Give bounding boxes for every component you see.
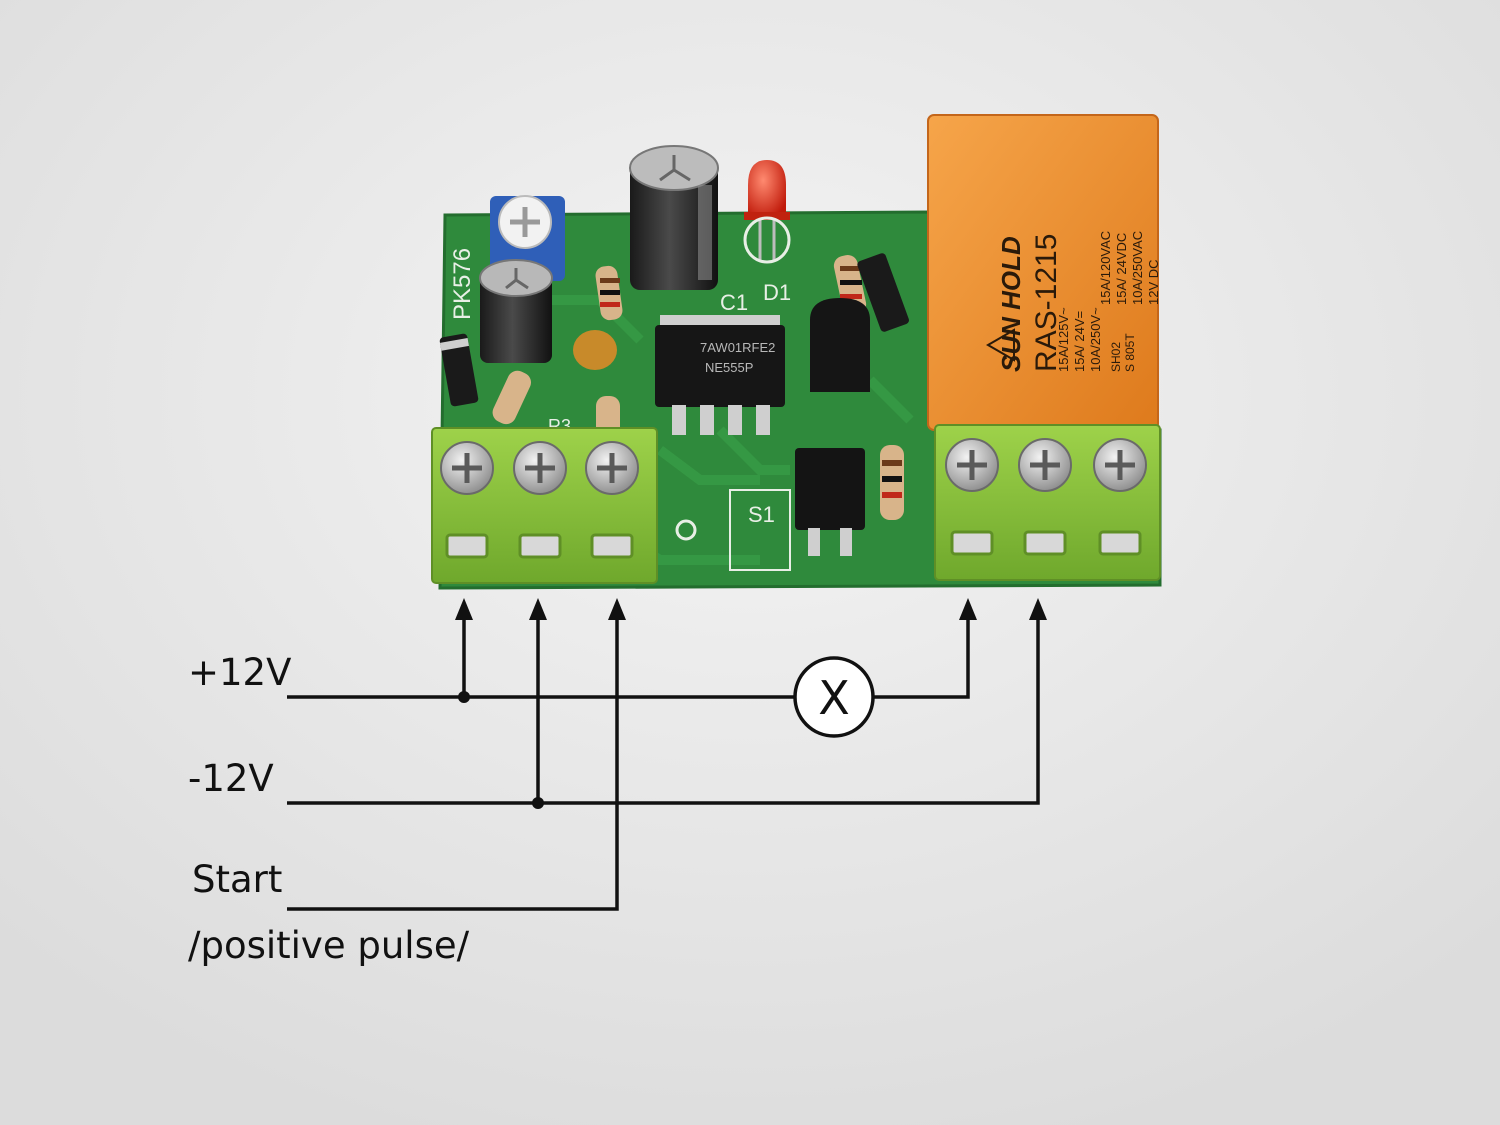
relay-code-1: SH02 — [1109, 342, 1123, 372]
relay: SUN HOLD RAS-1215 15A/125V~ 15A/ 24V= 10… — [927, 114, 1161, 431]
silk-s1: S1 — [748, 502, 775, 527]
junction-plus12v — [458, 691, 470, 703]
screw-terminal-6 — [1093, 438, 1147, 556]
screw-terminal-5 — [1018, 438, 1072, 556]
relay-rating-right-1: 15A/120VAC — [1098, 231, 1113, 305]
diode-left — [439, 333, 479, 407]
label-plus12v: +12V — [188, 651, 291, 694]
ceramic-capacitor — [573, 330, 617, 370]
optocoupler — [795, 448, 865, 556]
diode-right — [857, 253, 909, 332]
red-led — [743, 160, 791, 264]
wire-lamp-to-relay — [873, 614, 970, 699]
wire-start — [287, 614, 619, 911]
relay-model: RAS-1215 — [1030, 234, 1063, 372]
relay-rating-right-2: 15A/ 24VDC — [1114, 233, 1129, 305]
relay-brand: SUN HOLD — [996, 236, 1026, 372]
arrow-terminal-1 — [455, 598, 473, 620]
screw-terminal-2 — [513, 441, 567, 559]
capacitor-large — [629, 145, 719, 290]
relay-rating-right-4: 12V DC — [1146, 259, 1161, 305]
silk-c1: C1 — [720, 290, 748, 315]
ic-marking-line2: NE555P — [705, 360, 753, 375]
screw-terminal-4 — [945, 438, 999, 556]
relay-rating-right-3: 10A/250VAC — [1130, 231, 1145, 305]
capacitor-small — [479, 259, 553, 363]
terminal-block-left — [431, 427, 658, 584]
label-minus12v: -12V — [188, 757, 274, 800]
screw-terminal-1 — [440, 441, 494, 559]
wiring: X — [287, 598, 1047, 911]
terminal-block-right — [934, 424, 1161, 581]
lamp-symbol: X — [793, 656, 875, 738]
warning-triangle-icon — [985, 328, 1015, 362]
lamp-label: X — [818, 671, 850, 725]
resistor-4 — [880, 445, 904, 520]
arrow-terminal-5 — [1029, 598, 1047, 620]
label-start: Start — [192, 858, 282, 901]
silk-d1: D1 — [763, 280, 791, 305]
screw-terminal-3 — [585, 441, 639, 559]
ic-ne555p: 7AW01RFE2 NE555P — [655, 315, 785, 435]
board-code-label: PK576 — [449, 248, 476, 320]
arrow-terminal-3 — [608, 598, 626, 620]
arrow-terminal-4 — [959, 598, 977, 620]
relay-rating-left-2: 15A/ 24V= — [1072, 311, 1087, 372]
transistor — [810, 298, 870, 392]
label-start-note: /positive pulse/ — [188, 924, 470, 967]
relay-rating-left-1: 15A/125V~ — [1056, 307, 1071, 372]
resistor-1 — [595, 265, 623, 321]
ic-marking-line1: 7AW01RFE2 — [700, 340, 775, 355]
relay-code-2: S 805T — [1123, 333, 1137, 372]
junction-minus12v — [532, 797, 544, 809]
arrow-terminal-2 — [529, 598, 547, 620]
relay-rating-left-3: 10A/250V~ — [1088, 307, 1103, 372]
